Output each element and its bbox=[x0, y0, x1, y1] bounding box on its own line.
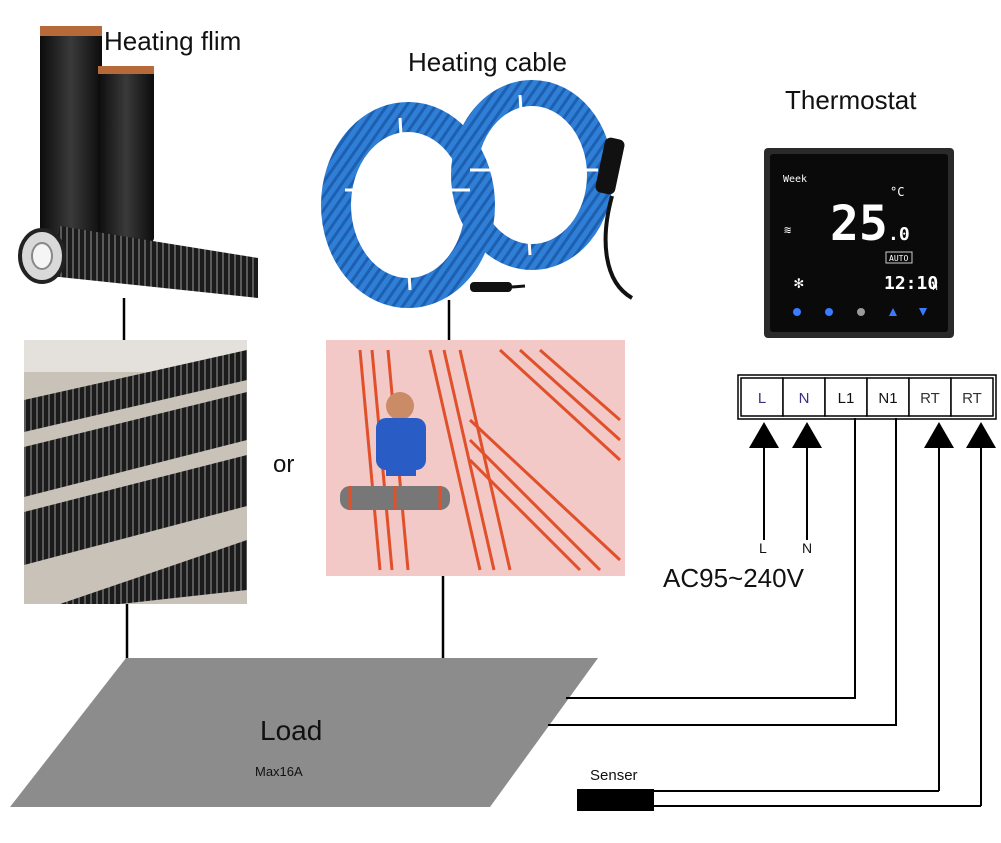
terminal-label-5: RT bbox=[920, 390, 940, 407]
wire-l1-to-load bbox=[566, 418, 856, 699]
load-label: Load bbox=[260, 715, 322, 746]
power-label: AC95~240V bbox=[663, 563, 805, 593]
arrow-l bbox=[749, 422, 779, 448]
heating-film-floor-image bbox=[24, 340, 247, 604]
load-block bbox=[10, 658, 598, 807]
heating-cable-label: Heating cable bbox=[408, 47, 567, 77]
terminal-label-6: RT bbox=[962, 390, 982, 407]
terminal-block: L N L1 N1 RT RT bbox=[737, 374, 997, 420]
thermostat-button-up[interactable] bbox=[889, 308, 897, 316]
thermostat-button-down[interactable] bbox=[919, 308, 927, 316]
terminal-label-2: N bbox=[799, 390, 810, 407]
thermostat-button-menu[interactable] bbox=[793, 308, 801, 316]
thermostat-screen bbox=[770, 154, 948, 332]
thermostat-time: 12:10 bbox=[884, 273, 938, 294]
terminal-6 bbox=[950, 377, 994, 417]
heating-film-image bbox=[18, 26, 258, 298]
power-input-wires bbox=[749, 422, 822, 540]
sensor-probe bbox=[577, 789, 654, 811]
wifi-icon: ≋ bbox=[784, 223, 791, 237]
terminal-label-4: N1 bbox=[878, 390, 897, 407]
terminal-2 bbox=[782, 377, 826, 417]
terminal-4 bbox=[866, 377, 910, 417]
thermostat-mode: AUTO bbox=[889, 254, 908, 263]
thermostat-temperature: 25 bbox=[830, 196, 888, 252]
thermostat-unit: °C bbox=[890, 185, 904, 199]
terminal-1 bbox=[740, 377, 784, 417]
sensor-label: Senser bbox=[590, 767, 638, 784]
heating-film-label: Heating flim bbox=[104, 26, 241, 56]
thermostat-label: Thermostat bbox=[785, 85, 917, 115]
heating-cable-floor-image bbox=[326, 340, 625, 576]
thermostat-temperature-decimal: .0 bbox=[888, 224, 910, 245]
wire-n-label: N bbox=[802, 540, 812, 556]
installer-figure bbox=[376, 392, 426, 476]
wire-l-label: L bbox=[759, 540, 767, 556]
terminal-5 bbox=[908, 377, 952, 417]
terminal-label-3: L1 bbox=[838, 390, 855, 407]
wire-n1-to-load bbox=[548, 418, 897, 726]
thermostat-time-unit: h bbox=[932, 282, 938, 293]
or-label: or bbox=[273, 451, 294, 478]
thermostat-button-power[interactable] bbox=[825, 308, 833, 316]
thermostat-device: Week 25 .0 °C AUTO 12:10 h ≋ ✻ bbox=[764, 148, 954, 338]
thermostat-week: Week bbox=[783, 174, 807, 185]
snowflake-icon: ✻ bbox=[794, 273, 804, 292]
arrow-rt2 bbox=[966, 422, 996, 448]
terminal-label-1: L bbox=[758, 390, 766, 407]
arrow-n bbox=[792, 422, 822, 448]
thermostat-button-clock[interactable] bbox=[857, 308, 865, 316]
arrow-rt1 bbox=[924, 422, 954, 448]
heating-cable-image bbox=[321, 80, 634, 308]
load-max-label: Max16A bbox=[255, 764, 303, 779]
